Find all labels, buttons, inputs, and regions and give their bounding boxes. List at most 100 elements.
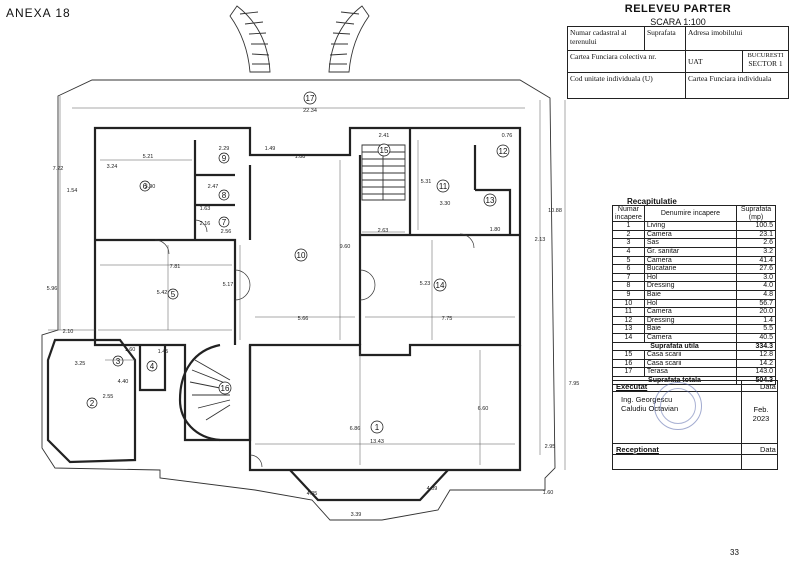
room-marker-3: 3 (112, 355, 124, 367)
bay-window-walls (289, 469, 449, 502)
dim-label: 2.95 (545, 444, 556, 450)
dim-label: 7.81 (170, 264, 181, 270)
drawing-scale: SCARA 1:100 (650, 17, 706, 27)
receptionat-date-label: Data (760, 445, 776, 454)
execution-divider (741, 381, 742, 469)
receptionat-separator (613, 454, 777, 455)
annex-label: ANEXA 18 (6, 6, 71, 20)
room-label-2: 2 (90, 399, 95, 408)
interior-walls (95, 128, 520, 392)
house-outer-wall (93, 126, 522, 442)
engineer-name: Ing. Georgescu (621, 395, 673, 404)
sector-text: SECTOR 1 (748, 59, 783, 68)
room-label-16: 16 (221, 384, 230, 393)
dim-label: 13.43 (370, 439, 384, 445)
dim-label: 1.54 (67, 188, 78, 194)
cadastral-header-table: Numar cadastral al terenului Suprafata A… (567, 26, 789, 99)
room-label-1: 1 (375, 423, 380, 432)
room-marker-15: 15 (377, 143, 391, 157)
locality-text: BUCURESTI (747, 52, 784, 59)
dim-label: 5.66 (298, 316, 309, 322)
room-marker-17: 17 (303, 91, 317, 105)
dim-label: 5.42 (157, 290, 168, 296)
room-label-3: 3 (116, 357, 121, 366)
dim-label: 1.63 (200, 206, 211, 212)
exterior-stair-right (328, 5, 370, 73)
stamp-seal-inner (660, 388, 696, 424)
dim-label: 5.96 (47, 286, 58, 292)
dim-label: 7.75 (442, 316, 453, 322)
dim-label: 7.95 (569, 381, 580, 387)
dim-label: 1.60 (543, 490, 554, 496)
executat-label: Executat (616, 382, 648, 391)
execution-date: Feb. 2023 (752, 405, 770, 423)
drawing-title: RELEVEU PARTER (624, 3, 732, 15)
dimension-lines (48, 96, 566, 470)
recap-table: Numar incapere Denumire incapere Suprafa… (612, 204, 776, 386)
room-marker-6: 6 (139, 180, 151, 192)
dim-label: 7.22 (53, 166, 64, 172)
recap-col-area: Suprafata (mp) (736, 204, 776, 223)
surface-cell: Suprafata (644, 26, 686, 51)
dim-label: 9.60 (340, 244, 351, 250)
execution-separator (613, 443, 777, 444)
address-cell: Adresa imobilului (685, 26, 789, 51)
dim-label: 2.41 (379, 133, 390, 139)
room2-walls (46, 338, 137, 464)
dim-label: 6.86 (350, 426, 361, 432)
page-number: 33 (730, 548, 739, 557)
dim-label: 2.55 (103, 394, 114, 400)
dim-label: 5.23 (420, 281, 431, 287)
dim-label: 0.76 (502, 133, 513, 139)
dim-label: 1.49 (265, 146, 276, 152)
recap-col-name: Denumire incapere (643, 204, 738, 223)
dim-label: 1.80 (490, 227, 501, 233)
room-label-11: 11 (439, 182, 448, 191)
recap-col-nr: Numar incapere (612, 204, 645, 223)
dim-label: 2.63 (378, 228, 389, 234)
room-marker-2: 2 (86, 397, 98, 409)
dim-label: 4.05 (307, 491, 318, 497)
cf-individual-cell: Cartea Funciara individuala (685, 72, 789, 99)
room-label-12: 12 (499, 147, 508, 156)
room-label-14: 14 (436, 281, 445, 290)
stamp-seal (654, 382, 702, 430)
receptionat-label: Receptionat (616, 445, 659, 454)
execution-block: Executat Data Ing. Georgescu Caludiu Oct… (612, 380, 778, 470)
room-marker-13: 13 (483, 193, 497, 207)
room-label-8: 8 (222, 191, 227, 200)
room-label-5: 5 (171, 290, 176, 299)
room-label-17: 17 (306, 94, 315, 103)
room-marker-16: 16 (218, 381, 232, 395)
dim-label: 22.34 (303, 108, 317, 114)
executat-date-label: Data (760, 382, 776, 391)
room-marker-12: 12 (496, 144, 510, 158)
dim-label: 5.31 (421, 179, 432, 185)
dim-label: 5.17 (223, 282, 234, 288)
dim-label: 3.90 (145, 184, 156, 190)
dim-label: 3.30 (440, 201, 451, 207)
room-label-7: 7 (222, 218, 227, 227)
dim-label: 3.39 (351, 512, 362, 518)
dim-label: 2.13 (535, 237, 546, 243)
room-marker-14: 14 (433, 278, 447, 292)
room-label-9: 9 (222, 154, 227, 163)
room-marker-7: 7 (218, 216, 230, 228)
room-label-15: 15 (380, 146, 389, 155)
engineer-name-2: Caludiu Octavian (621, 404, 679, 413)
dim-label: 6.60 (478, 406, 489, 412)
staircase-16 (189, 359, 231, 421)
room-marker-8: 8 (218, 189, 230, 201)
dim-label: 2.56 (221, 229, 232, 235)
room-label-10: 10 (297, 251, 306, 260)
terrace-outline (41, 79, 556, 521)
room-marker-10: 10 (294, 248, 308, 262)
room-marker-5: 5 (167, 288, 179, 300)
dim-label: 2.16 (200, 221, 211, 227)
dim-label: 1.45 (158, 349, 169, 355)
room-label-6: 6 (143, 182, 148, 191)
room-marker-9: 9 (218, 152, 230, 164)
room-marker-4: 4 (146, 360, 158, 372)
